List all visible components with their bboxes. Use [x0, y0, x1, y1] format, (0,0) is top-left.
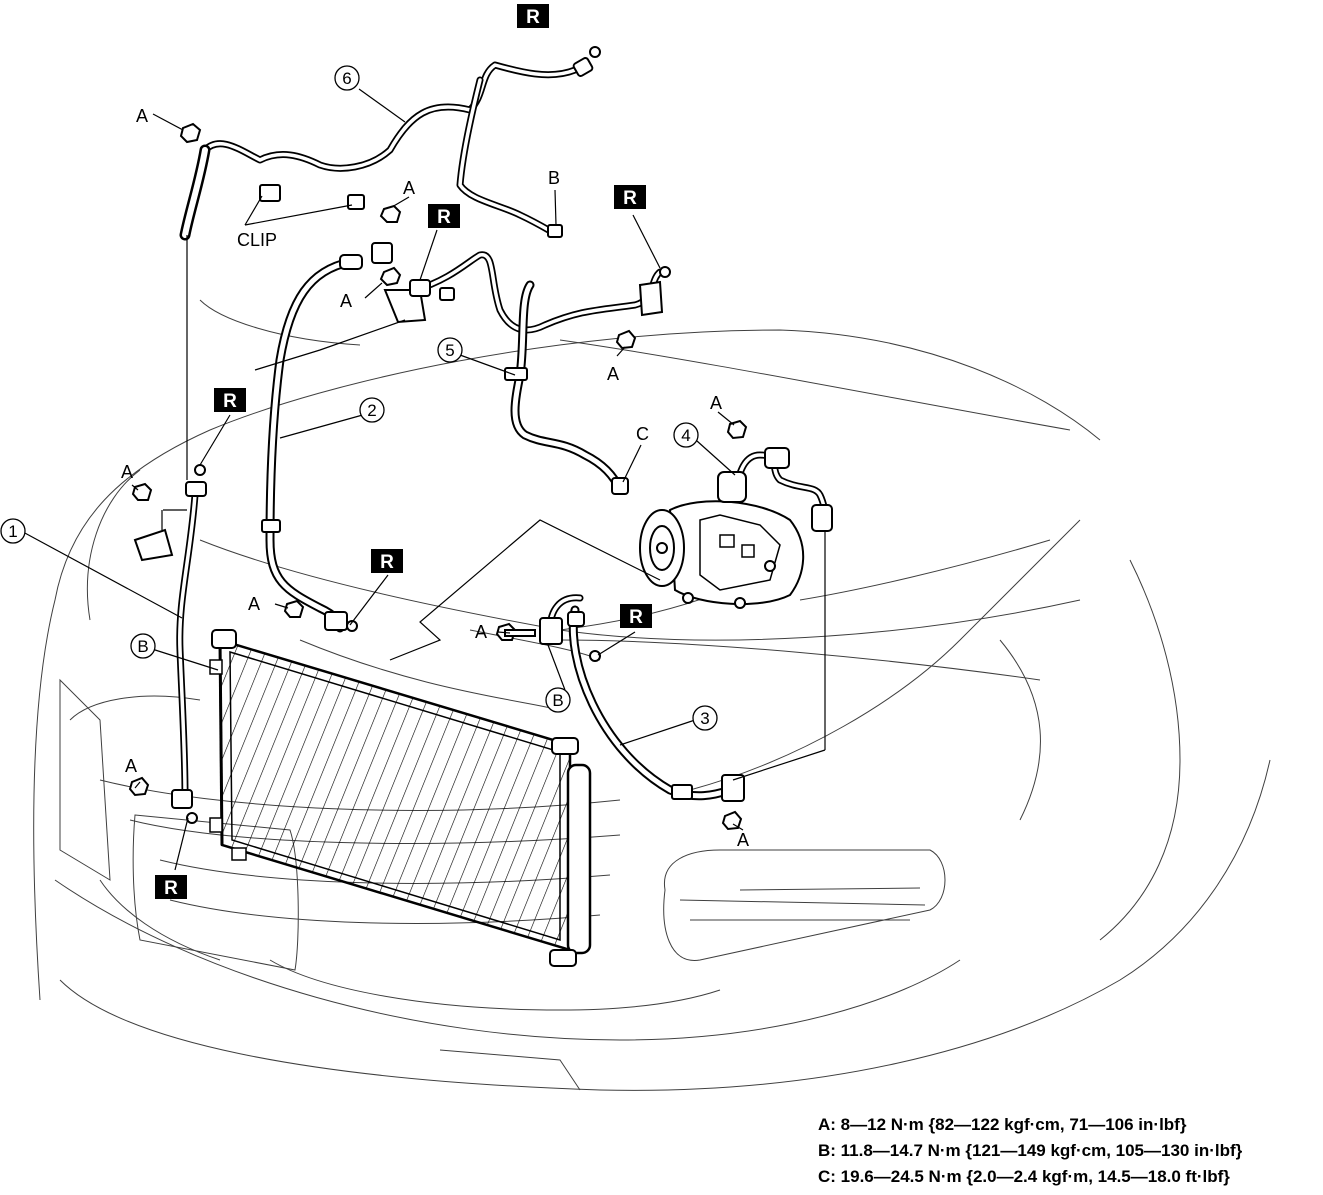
torque-label-a-4: A: [607, 364, 619, 384]
callout-2-label: 2: [367, 401, 376, 420]
receiver-drier: [179, 144, 211, 241]
torque-label-a-8: A: [475, 622, 487, 642]
pipe-6: [201, 61, 579, 236]
torque-label-a-3: A: [340, 291, 352, 311]
replace-marker-2: R: [428, 204, 460, 228]
fittings: [133, 46, 833, 824]
callout-1: 1: [0, 518, 26, 544]
leader-lines: [22, 88, 826, 871]
callout-5-label: 5: [445, 341, 454, 360]
callout-4-label: 4: [681, 426, 690, 445]
replace-marker-4: R: [214, 388, 246, 412]
legend-a: A: 8—12 N·m {82—122 kgf·cm, 71—106 in·lb…: [818, 1115, 1187, 1134]
replace-marker-3-label: R: [623, 188, 637, 209]
torque-label-a-9: A: [125, 756, 137, 776]
callout-b-center: B: [545, 687, 571, 713]
torque-label-a-10: A: [737, 830, 749, 850]
callout-b-center-label: B: [552, 691, 563, 710]
part-callouts: 1 2 3 4 5 6 B B: [0, 65, 718, 731]
torque-labels: A A A A A A A A A A B C CLIP: [121, 106, 749, 850]
replace-marker-1: R: [517, 4, 549, 28]
replace-marker-4-label: R: [223, 391, 237, 412]
torque-label-a-5: A: [710, 393, 722, 413]
callout-b-left: B: [130, 633, 156, 659]
callout-3-label: 3: [700, 709, 709, 728]
pipe-5: [411, 251, 664, 495]
pipe-4: [731, 451, 832, 524]
legend-b: B: 11.8—14.7 N·m {121—149 kgf·cm, 105—13…: [818, 1141, 1243, 1160]
clip-label: CLIP: [237, 230, 277, 250]
pipes: [176, 61, 832, 801]
callout-6: 6: [334, 65, 360, 91]
replace-marker-6: R: [620, 604, 652, 628]
replace-marker-7-label: R: [164, 878, 178, 899]
torque-label-a-7: A: [248, 594, 260, 614]
callout-2: 2: [359, 397, 385, 423]
legend-c: C: 19.6—24.5 N·m {2.0—2.4 kgf·m, 14.5—18…: [818, 1167, 1230, 1186]
replace-marker-3: R: [614, 185, 646, 209]
condenser: [209, 629, 592, 967]
callout-1-label: 1: [8, 522, 17, 541]
replace-marker-7: R: [155, 875, 187, 899]
callout-3: 3: [692, 705, 718, 731]
torque-label-a-2: A: [403, 178, 415, 198]
pipe-2: [265, 257, 355, 633]
compressor: [639, 500, 805, 609]
torque-label-c: C: [636, 424, 649, 444]
callout-b-left-label: B: [137, 637, 148, 656]
replace-marker-6-label: R: [629, 607, 643, 628]
torque-label-a-1: A: [136, 106, 148, 126]
pipe-1: [176, 491, 199, 799]
torque-label-b-top: B: [548, 168, 560, 188]
bolts: [128, 122, 748, 831]
callout-6-label: 6: [342, 69, 351, 88]
torque-label-a-6: A: [121, 462, 133, 482]
replace-marker-1-label: R: [526, 7, 540, 28]
replace-markers: R R R R R R R: [155, 4, 652, 899]
replace-marker-5-label: R: [380, 552, 394, 573]
callout-4: 4: [673, 422, 699, 448]
callout-5: 5: [437, 337, 463, 363]
torque-legend: A: 8—12 N·m {82—122 kgf·cm, 71—106 in·lb…: [818, 1112, 1242, 1190]
replace-marker-2-label: R: [437, 207, 451, 228]
replace-marker-5: R: [371, 549, 403, 573]
